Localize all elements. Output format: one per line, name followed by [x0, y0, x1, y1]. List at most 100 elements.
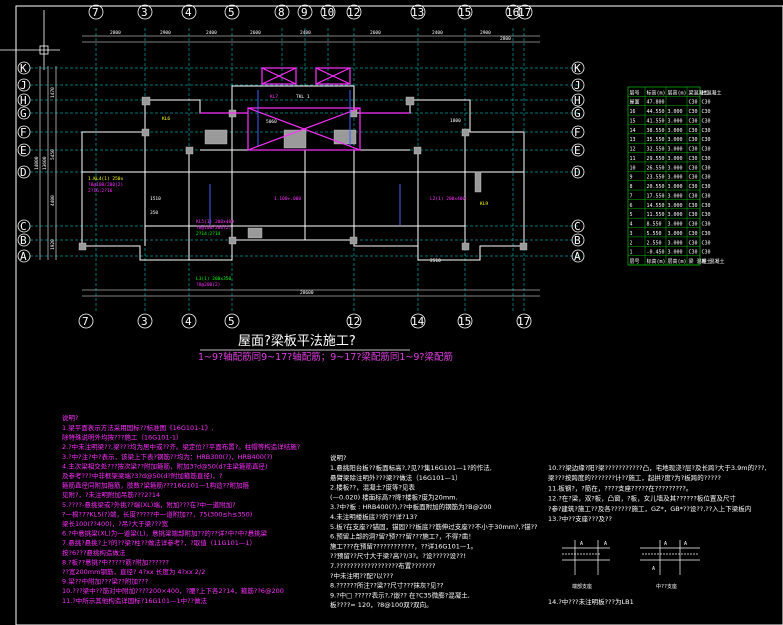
drawing-title: 屋面?梁板平法施工?	[238, 334, 356, 349]
svg-text:14000: 14000	[34, 156, 40, 170]
grid-bubble: 5	[224, 313, 240, 329]
grid-bubble: J	[17, 78, 31, 92]
table-cell: 3.000	[668, 222, 683, 228]
note-line: ?一根?7?KL5(?)端，长度?????中一道附加??，75(300≤h≤35…	[62, 509, 252, 518]
table-cell: C30	[702, 250, 711, 256]
svg-text:13: 13	[411, 6, 424, 19]
table-cell: 11	[630, 156, 636, 162]
svg-text:7: 7	[92, 6, 99, 19]
grid-bubble: 13	[410, 4, 426, 20]
grid-bubble: K	[17, 61, 31, 75]
grid-bubble: 17	[516, 313, 532, 329]
sketch-label-a4: A	[684, 541, 687, 547]
note-line: 1.悬挑阳台板??板面标高?,?见??集16G101—1?的作法,	[330, 463, 492, 472]
svg-text:H: H	[574, 94, 581, 107]
table-cell: 2	[630, 240, 633, 246]
table-cell: 35.550	[647, 137, 665, 143]
note-line: ??宽200mm钢筋，直径? 4?xx 长度为 4?xx 2/2	[62, 567, 205, 576]
svg-text:KL9: KL9	[480, 201, 488, 207]
svg-text:8: 8	[278, 6, 285, 19]
support-sketch-end	[562, 540, 610, 575]
svg-text:4: 4	[185, 315, 192, 328]
svg-text:G: G	[574, 107, 581, 120]
table-cell: 14.550	[647, 203, 665, 209]
note-line: 6.预留上部的洞?留?预???留???施工?，不得?凿！	[330, 532, 475, 541]
table-cell: C30	[702, 203, 711, 209]
svg-text:KL5(1) 200x400: KL5(1) 200x400	[196, 219, 234, 225]
table-cell: C30	[702, 109, 711, 115]
svg-text:1920: 1920	[50, 239, 56, 250]
note-line: 按?6???悬挑构造做法	[62, 548, 126, 557]
svg-text:15: 15	[458, 6, 471, 19]
svg-text:5: 5	[228, 6, 235, 19]
sketch-label-a2: A	[604, 541, 607, 547]
grid-bubble: A	[17, 249, 31, 263]
beam-label-2: 1800	[450, 118, 461, 124]
svg-text:K: K	[574, 62, 581, 75]
table-cell: C30	[702, 193, 711, 199]
note-line: ??预留??尺寸大于梁?高??/3?。?设?????设??!	[330, 551, 466, 560]
table-cell: 屋面	[630, 100, 640, 106]
note-line: ?参?建筑?施工??及各??????施工，GZ*，GB*??设??,??入上下梁…	[548, 504, 751, 513]
svg-text:4: 4	[185, 6, 192, 19]
grid-bubbles-left: K J H G F E D C B A	[17, 61, 31, 263]
table-cell: 标高(m)	[647, 258, 666, 265]
table-cell: 16	[630, 109, 636, 115]
svg-text:1.KL4(1) 250x: 1.KL4(1) 250x	[88, 176, 124, 182]
svg-text:7: 7	[82, 315, 89, 328]
note-line: 9.?中□ ?????表示?,?嵌?? 在?C35微膨?混凝土,	[330, 590, 470, 599]
grid-bubble: D	[571, 165, 585, 179]
svg-text:G: G	[20, 107, 27, 120]
note-line: 2.?中未注明梁??,梁???均为居中或??齐。梁定位??平面布置?。柱帽等构造…	[62, 442, 300, 451]
svg-text:A: A	[20, 250, 27, 263]
table-cell: C30	[702, 240, 711, 246]
cursor-crosshair-icon	[0, 10, 60, 70]
svg-text:2900: 2900	[160, 30, 171, 36]
svg-text:17: 17	[518, 6, 531, 19]
svg-text:D: D	[20, 166, 27, 179]
table-cell: C30	[702, 118, 711, 124]
svg-text:2800: 2800	[110, 30, 121, 36]
svg-text:?8@100/200(2): ?8@100/200(2)	[88, 182, 123, 188]
svg-text:J: J	[20, 79, 27, 92]
table-cell: 2.550	[647, 240, 662, 246]
table-cell: C30	[702, 222, 711, 228]
svg-text:TKL 1: TKL 1	[296, 94, 310, 100]
table-cell: 5	[630, 212, 633, 218]
grid-bubble: A	[571, 249, 585, 263]
svg-text:13600: 13600	[42, 156, 48, 170]
table-cell: 44.550	[647, 109, 665, 115]
grid-bubble: 17	[517, 4, 533, 20]
table-cell: C30	[689, 147, 698, 153]
grid-bubble: 14	[410, 313, 426, 329]
svg-text:12: 12	[347, 6, 360, 19]
svg-text:1470: 1470	[50, 87, 56, 98]
table-cell: C30	[689, 137, 698, 143]
svg-text:B: B	[20, 234, 27, 247]
note-line: 梁???按跨度的???????计??施工，起拱?度?为?板跨的?????	[548, 473, 721, 482]
svg-text:E: E	[574, 144, 581, 157]
note-line: 梁长100(??400)，?吊?大于梁???宽	[62, 519, 169, 528]
note-line: 4.主次梁相交处???按次梁??附加箍筋，附加3?d@50(d?主梁箍筋直径)	[62, 461, 268, 470]
note-line: 7.悬挑?悬挑?上?的??梁?柱??做法详参考?，?取值（11G101—1）	[62, 538, 256, 547]
table-cell: 15	[630, 118, 636, 124]
bottom-total-dimension: 28600	[300, 290, 314, 296]
table-cell: 层高(m)	[668, 89, 687, 96]
table-cell: 7	[630, 193, 633, 199]
svg-text:2400: 2400	[432, 30, 443, 36]
svg-text:10: 10	[321, 6, 334, 19]
table-cell: 层号	[630, 90, 640, 96]
beam-label-1: 5060	[266, 119, 277, 125]
table-cell: 4	[630, 222, 633, 228]
note-line: ?中未注明??配?以???	[330, 571, 393, 580]
beam-label-8: 2510	[430, 258, 441, 264]
table-cell: 10	[630, 165, 636, 171]
svg-text:3: 3	[141, 315, 148, 328]
svg-text:3: 3	[141, 6, 148, 19]
note-line: 8.??????所注??梁??尺寸???抹灰?见??	[330, 581, 443, 590]
grid-bubble: F	[17, 125, 31, 139]
table-cell: 29.550	[647, 156, 665, 162]
table-cell: 23.550	[647, 175, 665, 181]
svg-text:5: 5	[228, 315, 235, 328]
table-cell: C30	[702, 231, 711, 237]
